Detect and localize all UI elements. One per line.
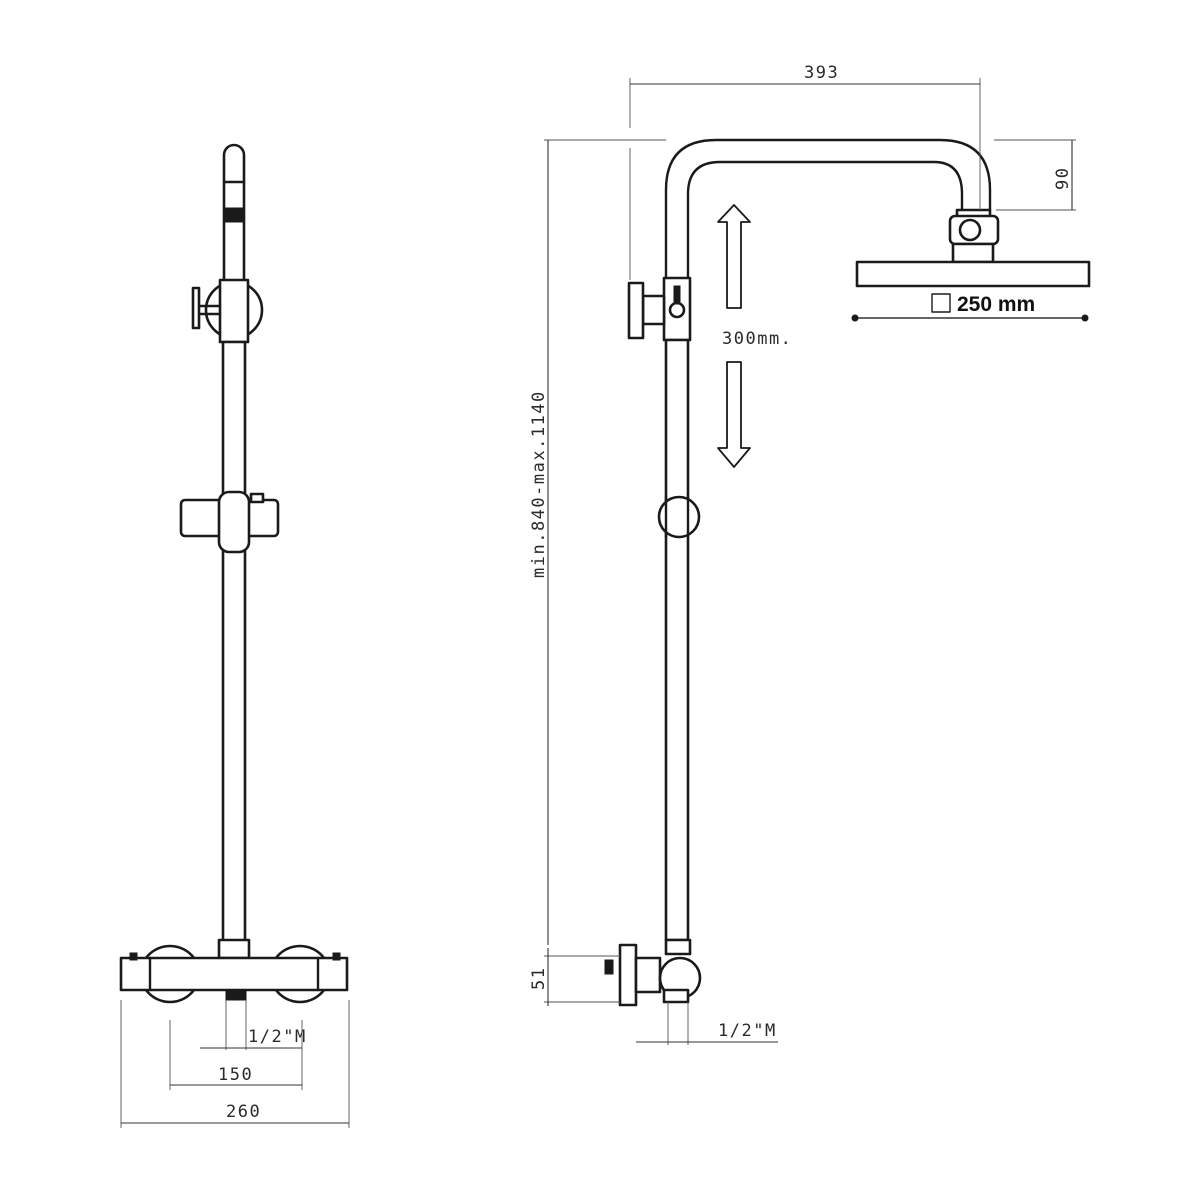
front-rail [221,340,247,944]
dim-wall-offset-label: 51 [529,967,549,990]
adjust-up-arrow-icon [717,204,751,309]
dim-front-outlet-thread-label: 1/2"M [248,1027,307,1047]
diverter-knob [191,278,264,344]
dim-side-outlet-thread: 1/2"M [636,1002,778,1045]
front-view: 1/2"M 150 260 [119,143,350,1128]
dim-rail-height-label: min.840-max.1140 [529,390,549,578]
dim-arm-reach-label: 393 [804,63,839,83]
adjust-travel-label: 300mm. [722,329,792,349]
dim-arm-reach: 393 [629,63,981,210]
side-rail [664,338,690,942]
shower-arm [664,138,992,282]
side-diverter [627,276,692,342]
thermostatic-mixer-body [119,944,349,1004]
dim-arm-drop-label: 90 [1053,167,1073,190]
dim-front-outlet-thread: 1/2"M [200,1000,307,1050]
rail-collar [217,938,251,960]
rain-shower-head [855,208,1091,288]
dim-inlet-spacing: 150 [169,1020,303,1090]
square-symbol-icon [931,293,951,313]
dim-total-width: 260 [120,1000,350,1128]
hand-shower-slider [179,490,280,554]
dim-arm-drop: 90 [994,139,1076,211]
dim-inlet-spacing-label: 150 [218,1065,253,1085]
showerhead-size-label: 250 mm [957,293,1035,316]
showerhead-size: 250 mm [851,293,1089,322]
side-view: 250 mm 300mm. [529,63,1091,1045]
dim-side-outlet-thread-label: 1/2"M [718,1021,777,1041]
dim-wall-offset: 51 [529,948,620,1006]
adjust-down-arrow-icon [717,361,751,468]
hand-shower-rod [222,143,246,284]
side-mixer-body [604,938,702,1007]
dim-rail-height: min.840-max.1140 [529,139,666,945]
dim-total-width-label: 260 [226,1102,261,1122]
